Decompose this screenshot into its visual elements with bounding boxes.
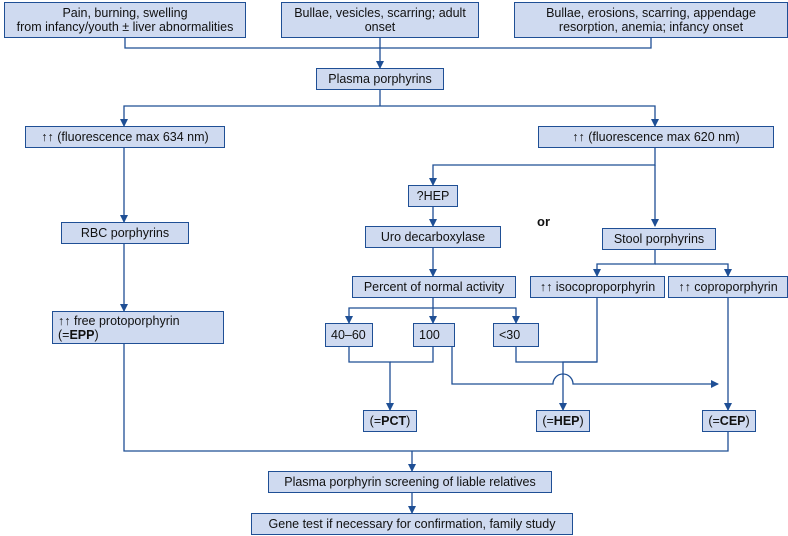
- edge-stool-split: [593, 250, 656, 277]
- edge-4060-pct: [348, 347, 394, 411]
- node-label: from infancy/youth ± liver abnormalities: [16, 20, 234, 34]
- edge-cep-bottom: [412, 431, 729, 452]
- node-label: resorption, anemia; infancy onset: [558, 20, 744, 34]
- node-activity-40-60: 40–60: [325, 323, 373, 347]
- node-question-hep: ?HEP: [408, 185, 458, 207]
- node-plasma-screening-relatives: Plasma porphyrin screening of liable rel…: [268, 471, 552, 493]
- node-gene-test: Gene test if necessary for confirmation,…: [251, 513, 573, 535]
- node-pain-burning-swelling: Pain, burning, swelling from infancy/you…: [4, 2, 246, 38]
- edge-100-cep: [451, 347, 719, 388]
- edge-epp-bottom: [123, 344, 412, 452]
- edge-iso-merge: [559, 298, 598, 411]
- node-coproporphyrin: ↑↑ coproporphyrin: [668, 276, 788, 298]
- node-rbc-porphyrins: RBC porphyrins: [61, 222, 189, 244]
- edge-fluor620-split: [429, 148, 656, 186]
- diagnosis-cep: CEP: [719, 414, 746, 428]
- node-label: (=EPP): [58, 327, 99, 342]
- node-activity-lt30: <30: [493, 323, 539, 347]
- node-diagnosis-hep: (=HEP): [536, 410, 590, 432]
- edge-100-pct: [390, 347, 434, 363]
- edge-to-lt30: [433, 307, 520, 324]
- node-diagnosis-cep: (=CEP): [702, 410, 756, 432]
- node-plasma-porphyrins: Plasma porphyrins: [316, 68, 444, 90]
- node-uro-decarboxylase: Uro decarboxylase: [365, 226, 501, 248]
- node-bullae-vesicles-scarring: Bullae, vesicles, scarring; adult onset: [281, 2, 479, 38]
- edge-stool-copro: [655, 263, 732, 277]
- edge-topright-merge: [380, 38, 652, 49]
- or-label: or: [537, 214, 550, 229]
- node-label: Bullae, erosions, scarring, appendage: [546, 6, 756, 20]
- node-percent-normal-activity: Percent of normal activity: [352, 276, 516, 298]
- node-stool-porphyrins: Stool porphyrins: [602, 228, 716, 250]
- node-fluorescence-620: ↑↑ (fluorescence max 620 nm): [538, 126, 774, 148]
- edge-to-fluor620: [380, 105, 659, 127]
- node-fluorescence-634: ↑↑ (fluorescence max 634 nm): [25, 126, 225, 148]
- diagnosis-pct: PCT: [381, 414, 407, 428]
- diagnosis-epp: EPP: [69, 327, 95, 342]
- diagnosis-hep: HEP: [553, 414, 580, 428]
- node-free-protoporphyrin: ↑↑ free protoporphyrin (=EPP): [52, 311, 224, 344]
- node-label: Bullae, vesicles, scarring; adult: [294, 6, 466, 20]
- edge-to-fluor634: [120, 105, 380, 127]
- node-label: ↑↑ free protoporphyrin: [58, 313, 180, 328]
- node-label: onset: [364, 20, 396, 34]
- node-activity-100: 100: [413, 323, 455, 347]
- edge-lt30-merge: [515, 347, 597, 363]
- node-bullae-erosions-scarring: Bullae, erosions, scarring, appendage re…: [514, 2, 788, 38]
- node-isocoproporphyrin: ↑↑ isocoproporphyrin: [530, 276, 665, 298]
- node-diagnosis-pct: (=PCT): [363, 410, 417, 432]
- edge-to-4060: [345, 307, 433, 324]
- node-label: Pain, burning, swelling: [62, 6, 188, 20]
- edge-topleft-merge: [124, 38, 380, 49]
